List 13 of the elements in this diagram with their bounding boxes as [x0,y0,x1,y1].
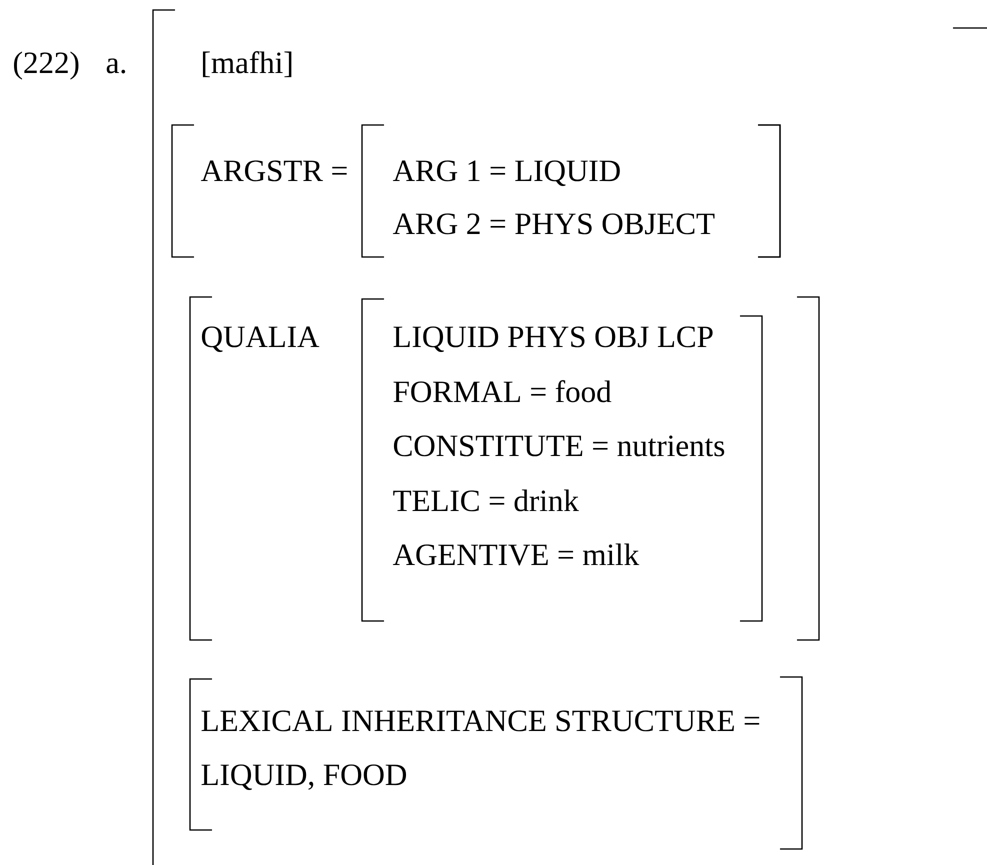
matrix-entry: ARGSTR = [200,160,347,182]
matrix-entry: [mafhi] [202,51,292,78]
matrix-entry: CONSTITUTE = nutrients [394,435,724,456]
example-number: a. [106,58,126,74]
matrix-entry: ARG 1 = LIQUID [392,160,620,186]
matrix-entry: LEXICAL INHERITANCE STRUCTURE = LIQUID, FOOD [202,710,760,790]
matrix-entry: AGENTIVE = milk [392,544,640,566]
matrix-entry: LIQUID PHYS OBJ LCP [394,326,713,352]
example-number: (222) [14,51,78,80]
matrix-entry: ARG 2 = PHYS OBJECT [392,213,714,234]
matrix-entry: FORMAL = food [394,380,612,402]
matrix-entry: TELIC = drink [393,490,579,512]
matrix-entry: QUALIA [202,326,320,352]
